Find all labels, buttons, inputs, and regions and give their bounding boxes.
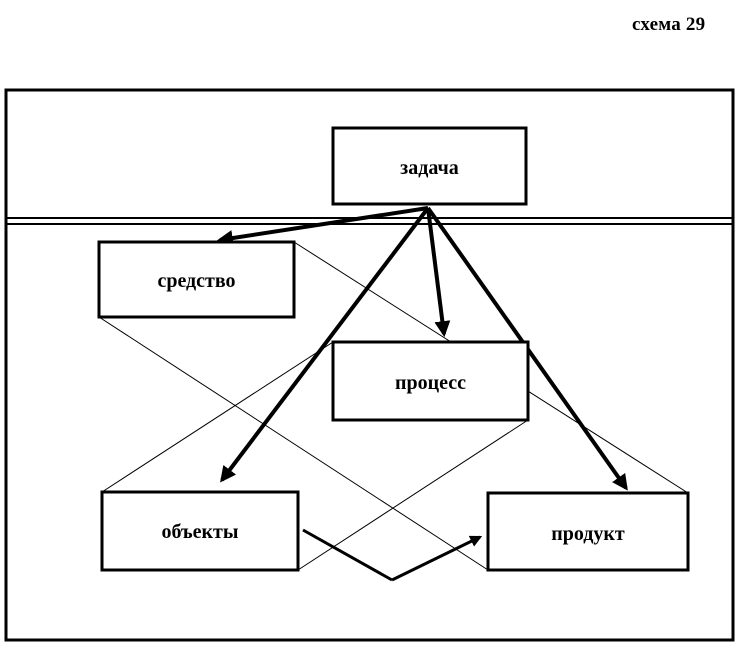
- outer-frame: [4, 88, 735, 642]
- thin-line-objects-to-process: [101, 341, 334, 493]
- scheme-caption: схема 29: [632, 14, 706, 35]
- node-product-label: продукт: [551, 523, 625, 545]
- node-task: задача: [331, 126, 528, 206]
- node-tool-box: [97, 240, 296, 319]
- node-process: процесс: [331, 340, 530, 422]
- v-arrow-right-segment: [391, 535, 483, 582]
- thin-line-objects-bottom-to-process: [297, 419, 529, 571]
- node-product: продукт: [486, 491, 690, 572]
- node-tool-label: средство: [157, 270, 235, 292]
- node-tool: средство: [97, 240, 296, 319]
- node-objects-label: объекты: [161, 521, 238, 543]
- node-product-box: [486, 491, 690, 572]
- thin-line-tool-bottom-to-product: [98, 316, 489, 571]
- node-process-box: [331, 340, 530, 422]
- node-process-label: процесс: [395, 372, 466, 394]
- arrow-task-to-tool: [216, 206, 429, 246]
- arrow-task-to-process: [426, 207, 451, 338]
- node-task-label: задача: [400, 157, 459, 179]
- v-arrow: [302, 528, 483, 582]
- node-objects-box: [100, 490, 300, 572]
- node-task-box: [331, 126, 528, 206]
- arrow-task-to-objects: [220, 206, 430, 483]
- v-arrow-left-segment: [302, 528, 393, 582]
- node-objects: объекты: [100, 490, 300, 572]
